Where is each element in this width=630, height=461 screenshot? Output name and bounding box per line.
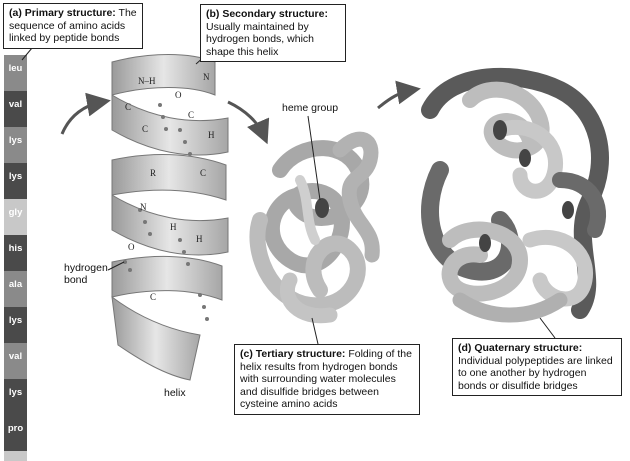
amino-acid-label: val [8,99,23,110]
helix-atom: H [196,234,203,244]
amino-acid-segment [4,91,27,127]
tertiary-protein [249,131,380,324]
helix-atom: C [142,124,148,134]
amino-acid-segment [4,127,27,163]
secondary-text: Usually maintained by hydrogen bonds, wh… [206,20,314,58]
arrow-c-to-d [377,80,421,110]
hydrogen-bond-dots [123,103,209,321]
heme-pointer [307,115,321,201]
tertiary-title: (c) Tertiary structure: [240,348,346,360]
amino-acid-label: leu [8,63,23,74]
helix-atom: N [203,72,210,82]
arrow-b-to-c [227,100,270,145]
quaternary-protein [421,67,609,323]
helix-atom: H [170,222,177,232]
amino-acid-segment [4,235,27,271]
helix-atom: C [188,110,194,120]
amino-acid-label: lys [8,315,23,326]
helix-atom: N [140,202,147,212]
secondary-structure-callout: (b) Secondary structure: Usually maintai… [200,4,346,62]
helix-atom: N–H [138,76,156,86]
primary-structure-callout: (a) Primary structure: The sequence of a… [3,3,143,49]
quaternary-text: Individual polypeptides are linked to on… [458,354,613,392]
amino-acid-label: lys [8,387,23,398]
heme-disc-q1 [493,120,507,140]
amino-acid-segment [4,55,27,91]
tertiary-text: Folding of the helix results from hydrog… [240,348,412,410]
amino-acid-segment [4,379,27,415]
helix-atom: C [150,292,156,302]
helix-atom: C [200,168,206,178]
quaternary-pointer [539,317,556,339]
alpha-helix [111,54,229,381]
primary-pointer [21,47,33,61]
amino-acid-label: pro [7,423,24,434]
hydrogen-bond-label-line2: bond [64,274,88,286]
helix-label: helix [164,387,186,399]
heme-disc-q3 [479,234,491,252]
amino-acid-chain-tail [4,451,27,461]
amino-acid-label: gly [8,207,23,218]
amino-acid-label: val [8,351,23,362]
amino-acid-segment [4,199,27,235]
arrow-a-to-b [60,92,111,135]
heme-disc-q2 [519,149,531,167]
amino-acid-chain [4,55,27,461]
amino-acid-segment [4,415,27,451]
heme-disc [315,198,329,218]
primary-text: The sequence of amino acids linked by pe… [9,7,137,44]
helix-atom: O [175,90,182,100]
amino-acid-label: his [8,243,23,254]
helix-atom: R [150,168,156,178]
hydrogen-bond-label-line1: hydrogen [64,262,108,274]
amino-acid-segment [4,343,27,379]
amino-acid-label: lys [8,135,23,146]
tertiary-structure-callout: (c) Tertiary structure: Folding of the h… [234,344,420,415]
tertiary-pointer [311,317,319,345]
quaternary-structure-callout: (d) Quaternary structure: Individual pol… [452,338,622,396]
hydrogen-bond-pointer [107,261,125,271]
primary-title: (a) Primary structure: [9,7,116,19]
heme-group-label: heme group [282,102,339,114]
amino-acid-segment [4,163,27,199]
amino-acid-label: lys [8,171,23,182]
amino-acid-segment [4,307,27,343]
amino-acid-label: ala [8,279,23,290]
amino-acid-segment [4,271,27,307]
heme-disc-q4 [562,201,574,219]
helix-atom: O [128,242,135,252]
secondary-title: (b) Secondary structure: [206,8,328,20]
helix-atom: H [208,130,215,140]
quaternary-title: (d) Quaternary structure: [458,342,583,354]
helix-atom: C [125,102,131,112]
